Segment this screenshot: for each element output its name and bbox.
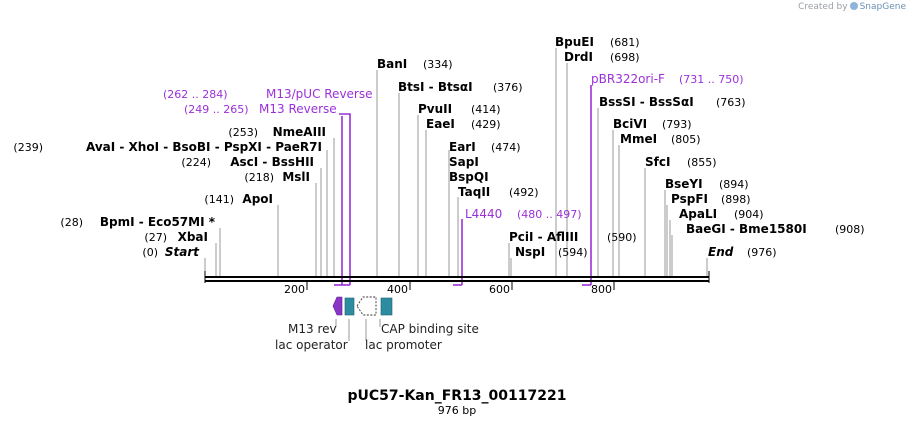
site-position: (474)	[491, 141, 521, 154]
site-position: (855)	[687, 156, 717, 169]
site-label-drdi: DrdI	[564, 50, 593, 64]
site-label-start: Start	[165, 245, 200, 259]
site-label-pspfi: PspFI	[671, 192, 708, 206]
site-label-sfci: SfcI	[645, 155, 670, 169]
site-position: (698)	[610, 51, 640, 64]
sequence-backbone	[204, 271, 710, 283]
m13-rev-feature	[332, 296, 343, 316]
site-position: (894)	[719, 178, 749, 191]
site-label-bspqi: BspQI	[449, 170, 489, 184]
site-label-nmeaiii: NmeAIII	[273, 125, 326, 139]
site-position: (908)	[835, 223, 865, 236]
primer-markers	[334, 85, 592, 286]
site-position: (763)	[716, 96, 746, 109]
site-label-eari: EarI	[449, 140, 476, 154]
site-position: (904)	[734, 208, 764, 221]
primer-label-pbr322ori-f: pBR322ori-F	[591, 72, 665, 86]
site-position: (805)	[671, 133, 701, 146]
primer-range: (262 .. 284)	[163, 88, 228, 101]
site-position: (218)	[244, 171, 274, 184]
site-position: (28)	[60, 216, 83, 229]
primer-range: (731 .. 750)	[679, 73, 744, 86]
site-position: (239)	[13, 141, 43, 154]
tick-label: 600	[489, 283, 510, 296]
axis-ticks	[306, 282, 615, 290]
site-label-xbai: XbaI	[178, 230, 208, 244]
site-label-nspi: NspI	[515, 245, 545, 259]
site-label-apali: ApaLI	[679, 207, 717, 221]
site-position: (334)	[423, 58, 453, 71]
site-label-pvuii: PvuII	[418, 102, 452, 116]
site-label-bsssi: BssSI - BssSαI	[599, 95, 694, 109]
site-label-pcii: PciI - AflIII	[509, 230, 578, 244]
features	[332, 296, 393, 341]
feature-label-lac-promoter: lac promoter	[365, 338, 442, 352]
site-position: (0)	[142, 246, 158, 259]
site-label-mmei: MmeI	[620, 132, 657, 146]
site-position: (492)	[509, 186, 539, 199]
primer-range: (480 .. 497)	[517, 208, 582, 221]
lac-promoter-feature	[356, 296, 377, 316]
site-position: (141)	[204, 193, 234, 206]
feature-label-lac-operator: lac operator	[275, 338, 348, 352]
site-position: (976)	[747, 246, 777, 259]
site-position: (376)	[493, 81, 523, 94]
tick-label: 800	[591, 283, 612, 296]
feature-label-cap-binding-site: CAP binding site	[381, 322, 479, 336]
cap-binding-site-feature	[380, 297, 393, 316]
site-position: (793)	[662, 118, 692, 131]
site-position: (898)	[721, 193, 751, 206]
site-label-bani: BanI	[377, 57, 407, 71]
site-label-bpmi: BpmI - Eco57MI *	[100, 215, 216, 229]
site-label-bpuei: BpuEI	[555, 35, 594, 49]
site-position: (253)	[228, 126, 258, 139]
site-label-apoi: ApoI	[242, 192, 273, 206]
tick-label: 200	[284, 283, 305, 296]
site-label-end: End	[708, 245, 734, 259]
map-subtitle: 976 bp	[438, 404, 476, 417]
site-position: (594)	[558, 246, 588, 259]
site-label-msli: MslI	[282, 170, 310, 184]
site-position: (681)	[610, 36, 640, 49]
primer-label-m13-reverse: M13 Reverse	[259, 102, 337, 116]
site-label-sapi: SapI	[449, 155, 479, 169]
site-position: (414)	[471, 103, 501, 116]
primer-range: (249 .. 265)	[184, 103, 249, 116]
site-label-baegi: BaeGI - Bme1580I	[686, 222, 807, 236]
primer-label-l4440: L4440	[465, 207, 502, 221]
site-position: (429)	[471, 118, 501, 131]
leader-lines	[204, 48, 708, 277]
site-label-btsi: BtsI - BtsαI	[398, 80, 473, 94]
map-title: pUC57-Kan_FR13_00117221	[348, 388, 567, 404]
lac-operator-feature	[344, 297, 355, 316]
site-position: (27)	[144, 231, 167, 244]
site-position: (224)	[181, 156, 211, 169]
site-position: (590)	[607, 231, 637, 244]
primer-label-m13-puc-reverse: M13/pUC Reverse	[266, 87, 373, 101]
tick-label: 400	[387, 283, 408, 296]
site-label-bcivi: BciVI	[613, 117, 647, 131]
feature-label-m13-rev: M13 rev	[288, 322, 337, 336]
site-label-asci: AscI - BssHII	[230, 155, 314, 169]
site-label-bseyi: BseYI	[665, 177, 703, 191]
site-label-eaei: EaeI	[426, 117, 455, 131]
snapgene-logo-icon	[849, 2, 858, 10]
site-label-avai-group: AvaI - XhoI - BsoBI - PspXI - PaeR7I	[86, 140, 322, 154]
site-label-taqii: TaqII	[458, 185, 490, 199]
